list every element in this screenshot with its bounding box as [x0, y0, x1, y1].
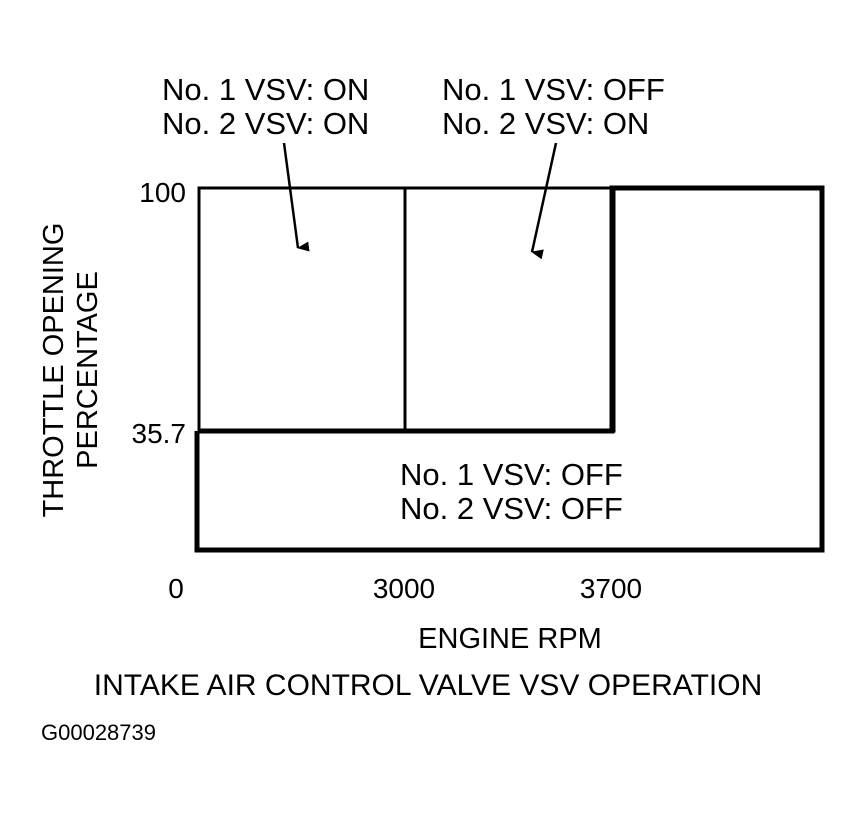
y-tick-35-7: 35.7: [132, 418, 187, 449]
zone-top-left-line1: No. 1 VSV: ON: [162, 72, 369, 107]
y-axis-label-line2: PERCENTAGE: [72, 271, 104, 469]
y-tick-100: 100: [139, 177, 186, 208]
arrow-top-left: [282, 142, 310, 252]
y-axis-label-line1: THROTTLE OPENING: [38, 223, 70, 518]
zone-bottom-line1: No. 1 VSV: OFF: [400, 457, 623, 492]
x-axis-label: ENGINE RPM: [418, 623, 602, 655]
x-tick-0: 0: [168, 573, 184, 604]
zone-top-middle-line1: No. 1 VSV: OFF: [442, 72, 665, 107]
arrow-top-middle: [530, 142, 558, 260]
figure-title: INTAKE AIR CONTROL VALVE VSV OPERATION: [94, 669, 762, 702]
region-outlines: [194, 185, 825, 553]
zone-top-middle-line2: No. 2 VSV: ON: [442, 106, 649, 141]
x-tick-3000: 3000: [373, 573, 435, 604]
zone-top-left-line2: No. 2 VSV: ON: [162, 106, 369, 141]
zone-bottom-line2: No. 2 VSV: OFF: [400, 491, 623, 526]
operation-boundary: [194, 185, 825, 553]
x-tick-3700: 3700: [580, 573, 642, 604]
figure-code: G00028739: [41, 720, 156, 745]
